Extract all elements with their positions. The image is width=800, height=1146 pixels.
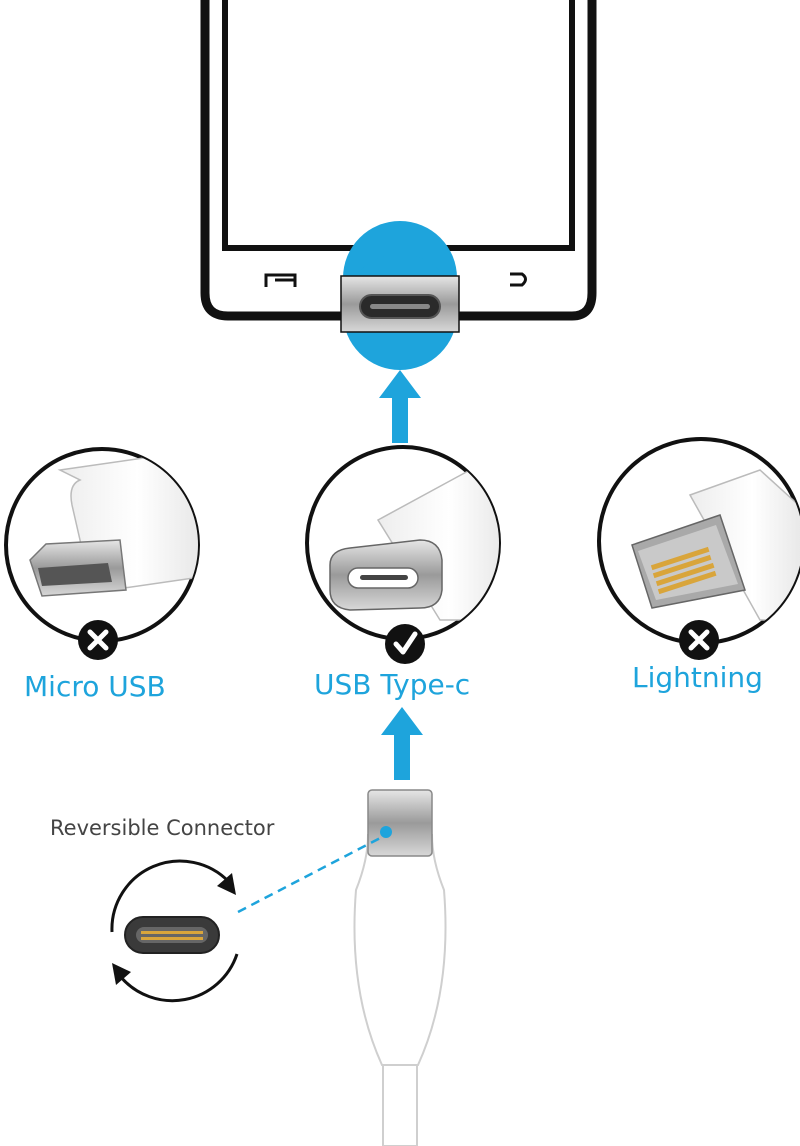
- usb-type-c-label: USB Type-c: [314, 668, 471, 701]
- reversible-connector-label: Reversible Connector: [50, 816, 275, 840]
- arrow-up-icon: [379, 370, 421, 443]
- menu-icon: [264, 273, 297, 287]
- lightning-diagram: [597, 437, 800, 660]
- usb-type-c-diagram: [305, 445, 501, 664]
- check-icon: [385, 624, 425, 664]
- reversible-connector-callout: [110, 834, 385, 1003]
- back-icon: [510, 272, 527, 287]
- rotate-arrow-icon: [118, 953, 239, 1003]
- micro-usb-label: Micro USB: [24, 670, 166, 703]
- phone-screen: [222, 0, 575, 251]
- rotate-arrow-icon: [110, 859, 231, 933]
- usb-c-cable: [353, 789, 447, 1146]
- micro-usb-diagram: [4, 447, 200, 660]
- arrow-up-icon: [381, 707, 423, 780]
- lightning-label: Lightning: [632, 661, 763, 694]
- phone: [200, 0, 597, 370]
